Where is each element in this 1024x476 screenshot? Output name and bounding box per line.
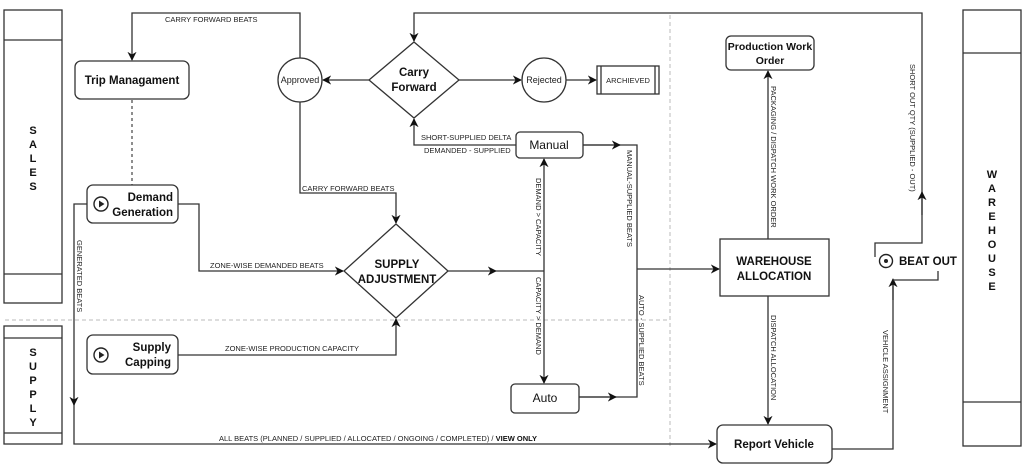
demand-generation-node[interactable]: Demand Generation <box>86 184 179 224</box>
warehouse-lane-letter: E <box>988 211 995 223</box>
warehouse-lane-letter: A <box>988 183 996 195</box>
edge-label-zone-wise-production-capacity: ZONE-WISE PRODUCTION CAPACITY <box>225 344 359 353</box>
manual-node[interactable]: Manual <box>515 131 584 159</box>
play-icon <box>93 347 109 363</box>
edge-shortout-to-carry-forward <box>409 12 923 195</box>
archived-label: ARCHIEVED <box>606 76 650 85</box>
edge-approved-to-trip <box>127 12 301 61</box>
production-work-order-node[interactable]: Production Work Order <box>725 35 815 71</box>
play-icon <box>93 196 109 212</box>
edge-label-zone-wise-demanded-beats: ZONE-WISE DEMANDED BEATS <box>210 261 324 270</box>
edge-all-beats-to-report-vehicle <box>73 203 717 449</box>
demand-generation-label: Generation <box>112 207 173 219</box>
supply-lane-letter: P <box>29 375 36 387</box>
play-triangle-icon <box>99 200 105 208</box>
edge-beat-out-to-short-out <box>874 193 923 257</box>
edge-label-dispatch-allocation: DISPATCH ALLOCATION <box>769 315 778 400</box>
approved-node[interactable]: Approved <box>277 57 323 103</box>
warehouse-lane: W A R E H O U S E <box>962 9 1022 447</box>
supply-lane-letter: L <box>30 403 37 415</box>
production-work-order-label: Production Work <box>728 41 813 53</box>
supply-adjustment-label: SUPPLY <box>375 259 420 271</box>
carry-forward-label: Forward <box>391 82 436 94</box>
beat-out-node[interactable]: BEAT OUT <box>878 253 957 269</box>
warehouse-lane-letter: E <box>988 281 995 293</box>
production-work-order-label: Order <box>756 55 785 67</box>
edge-label-packaging-dispatch: PACKAGING / DISPATCH WORK ORDER <box>769 86 778 228</box>
edge-label-vehicle-assignment: VEHICLE ASSIGNMENT <box>881 330 890 414</box>
trip-management-label: Trip Managament <box>85 75 180 87</box>
edge-approved-to-supply-adjustment <box>299 102 401 224</box>
warehouse-lane-letter: O <box>988 239 997 251</box>
rejected-node[interactable]: Rejected <box>521 57 567 103</box>
rejected-label: Rejected <box>526 75 562 85</box>
warehouse-lane-letter: S <box>988 267 995 279</box>
auto-node[interactable]: Auto <box>510 383 580 414</box>
supply-lane-letter: S <box>29 347 36 359</box>
archived-node[interactable]: ARCHIEVED <box>596 65 660 95</box>
supply-lane: S U P P L Y <box>3 325 63 445</box>
edge-label-capacity-gt-demand: CAPACITY > DEMAND <box>534 277 543 355</box>
supply-capping-label: Supply <box>133 342 172 354</box>
play-triangle-icon <box>99 351 105 359</box>
supply-capping-label: Capping <box>125 357 171 369</box>
report-vehicle-label: Report Vehicle <box>734 439 814 451</box>
sales-lane-letter: S <box>29 125 36 137</box>
edge-label-auto-supplied-beats: AUTO - SUPPLIED BEATS <box>637 295 646 386</box>
edge-demand-to-supply-adjustment <box>178 203 344 276</box>
supply-adjustment-decision[interactable]: SUPPLY ADJUSTMENT <box>343 223 449 319</box>
edge-label-carry-forward-beats: CARRY FORWARD BEATS <box>165 15 258 24</box>
warehouse-allocation-label: ALLOCATION <box>737 271 812 283</box>
sales-lane-letter: A <box>29 139 37 151</box>
edge-manual-to-carry-forward <box>409 118 516 146</box>
beat-out-label: BEAT OUT <box>899 256 957 268</box>
edge-label-demand-gt-capacity: DEMAND > CAPACITY <box>534 178 543 256</box>
supply-adjustment-label: ADJUSTMENT <box>358 274 437 286</box>
trip-management-node[interactable]: Trip Managament <box>74 60 190 100</box>
edge-label-short-supplied-delta: SHORT-SUPPLIED DELTA <box>421 133 511 142</box>
sales-lane-letter: E <box>29 167 36 179</box>
end-event-dot-icon <box>884 259 888 263</box>
supply-lane-letter: P <box>29 389 36 401</box>
approved-label: Approved <box>281 75 320 85</box>
warehouse-lane-letter: R <box>988 197 996 209</box>
edge-label-manual-supplied-beats: MANUAL-SUPPLIED BEATS <box>625 150 634 247</box>
demand-generation-label: Demand <box>128 192 173 204</box>
warehouse-allocation-label: WAREHOUSE <box>736 256 812 268</box>
edge-beat-out-bracket-bottom <box>893 271 939 281</box>
sales-lane-letter: L <box>30 153 37 165</box>
warehouse-lane-letter: U <box>988 253 996 265</box>
carry-forward-decision[interactable]: Carry Forward <box>367 41 461 119</box>
auto-label: Auto <box>533 391 558 405</box>
edge-report-to-beat-out <box>832 280 894 450</box>
edge-label-all-beats: ALL BEATS (PLANNED / SUPPLIED / ALLOCATE… <box>219 434 537 443</box>
edge-label-carry-forward-beats-mid: CARRY FORWARD BEATS <box>302 184 395 193</box>
manual-label: Manual <box>529 138 568 152</box>
report-vehicle-node[interactable]: Report Vehicle <box>716 424 833 464</box>
warehouse-allocation-node[interactable]: WAREHOUSE ALLOCATION <box>719 238 830 297</box>
warehouse-lane-letter: H <box>988 225 996 237</box>
sales-lane: S A L E S <box>3 9 63 304</box>
supply-lane-letter: U <box>29 361 37 373</box>
supply-capping-node[interactable]: Supply Capping <box>86 334 179 375</box>
carry-forward-label: Carry <box>399 67 430 79</box>
warehouse-lane-letter: W <box>987 169 998 181</box>
edge-label-demanded-minus-supplied: DEMANDED - SUPPLIED <box>424 146 511 155</box>
edge-capping-to-supply-adjustment <box>178 318 401 356</box>
edge-auto-to-warehouse <box>579 269 638 398</box>
supply-lane-letter: Y <box>29 417 37 429</box>
edge-label-short-out-qty: SHORT OUT QTY (SUPPLIED - OUT) <box>908 64 917 192</box>
edge-label-generated-beats: GENERATED BEATS <box>75 240 84 312</box>
sales-lane-letter: S <box>29 181 36 193</box>
